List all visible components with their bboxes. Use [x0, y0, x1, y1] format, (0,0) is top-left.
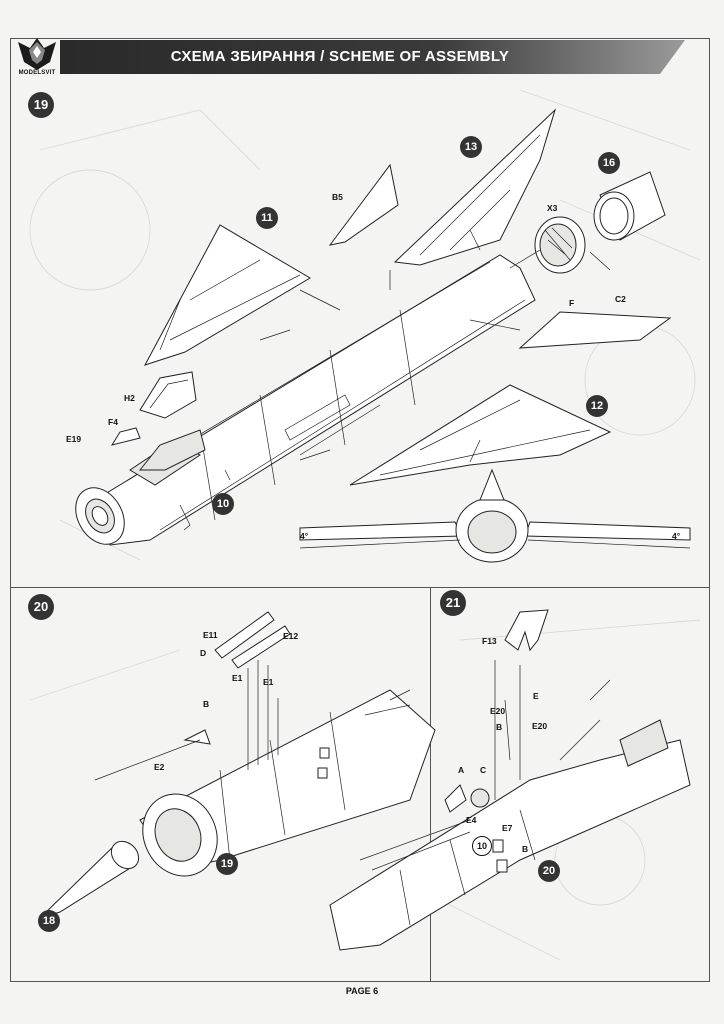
label-b-upper: B [496, 722, 503, 732]
label-e1-left: E1 [232, 673, 243, 683]
section-divider-vertical [430, 587, 431, 982]
step20-fuselage [139, 689, 436, 877]
step-number-21: 21 [440, 590, 466, 616]
label-c: C [480, 765, 487, 775]
part-badge-20: 20 [538, 860, 560, 882]
label-f13: F13 [482, 636, 497, 646]
part-badge-18: 18 [38, 910, 60, 932]
step19-part-c2 [518, 311, 672, 349]
label-e1-right: E1 [263, 677, 274, 687]
label-f4: F4 [108, 417, 118, 427]
step20-nose-cone-18 [39, 840, 140, 919]
label-e20-left: E20 [490, 706, 506, 716]
step19-fuselage [75, 254, 536, 546]
label-e2: E2 [154, 762, 165, 772]
part-badge-19: 19 [216, 853, 238, 875]
step19-canopy-h2 [139, 371, 197, 419]
step-number-20: 20 [28, 594, 54, 620]
label-b: B [203, 699, 210, 709]
step19-wing-11 [143, 224, 311, 366]
label-a: A [458, 765, 465, 775]
label-e12: E12 [283, 631, 299, 641]
label-h2: H2 [124, 393, 135, 403]
part-badge-10: 10 [212, 493, 234, 515]
label-x3: X3 [547, 203, 558, 213]
logo-icon [18, 38, 56, 70]
step-number-19: 19 [28, 92, 54, 118]
page-title: СХЕМА ЗБИРАННЯ / SCHEME OF ASSEMBLY [170, 48, 510, 65]
step19-leader-lines [259, 229, 611, 461]
label-e: E [533, 691, 539, 701]
part-badge-12: 12 [586, 395, 608, 417]
label-e20-right: E20 [532, 721, 548, 731]
label-e11: E11 [203, 630, 218, 640]
part-badge-13: 13 [460, 136, 482, 158]
step21-ejection-seat-parts [359, 660, 521, 871]
angle-right: 4° [672, 531, 681, 541]
step19-wing-12 [349, 384, 612, 486]
part-badge-16: 16 [598, 152, 620, 174]
step19-exhaust-x3 [534, 216, 586, 274]
step19-part-f4 [110, 427, 141, 446]
step21-part-f13 [504, 609, 549, 652]
step19-cockpit [138, 429, 206, 471]
label-e19: E19 [66, 434, 82, 444]
label-b-lower: B [522, 844, 529, 854]
label-b5: B5 [332, 192, 343, 202]
step19-nozzle-16 [593, 171, 666, 241]
label-d: D [200, 648, 207, 658]
title-bar [60, 40, 685, 74]
label-e4: E4 [466, 815, 477, 825]
label-e7: E7 [502, 823, 513, 833]
logo-text: MODELSVIT [18, 70, 56, 76]
step20-parts [94, 611, 411, 781]
section-divider-horizontal [10, 587, 710, 588]
angle-left: 4° [300, 531, 309, 541]
page-frame [10, 38, 710, 982]
step19-part-b5 [328, 163, 399, 246]
step19-fin-13 [393, 108, 557, 266]
step19-front-view [299, 468, 691, 563]
step21-fuselage [329, 679, 691, 951]
part-badge-11: 11 [256, 207, 278, 229]
label-c2: C2 [615, 294, 626, 304]
page-number: PAGE 6 [345, 986, 379, 996]
part-badge-10-step21: 10 [472, 836, 492, 856]
label-f: F [569, 298, 575, 308]
